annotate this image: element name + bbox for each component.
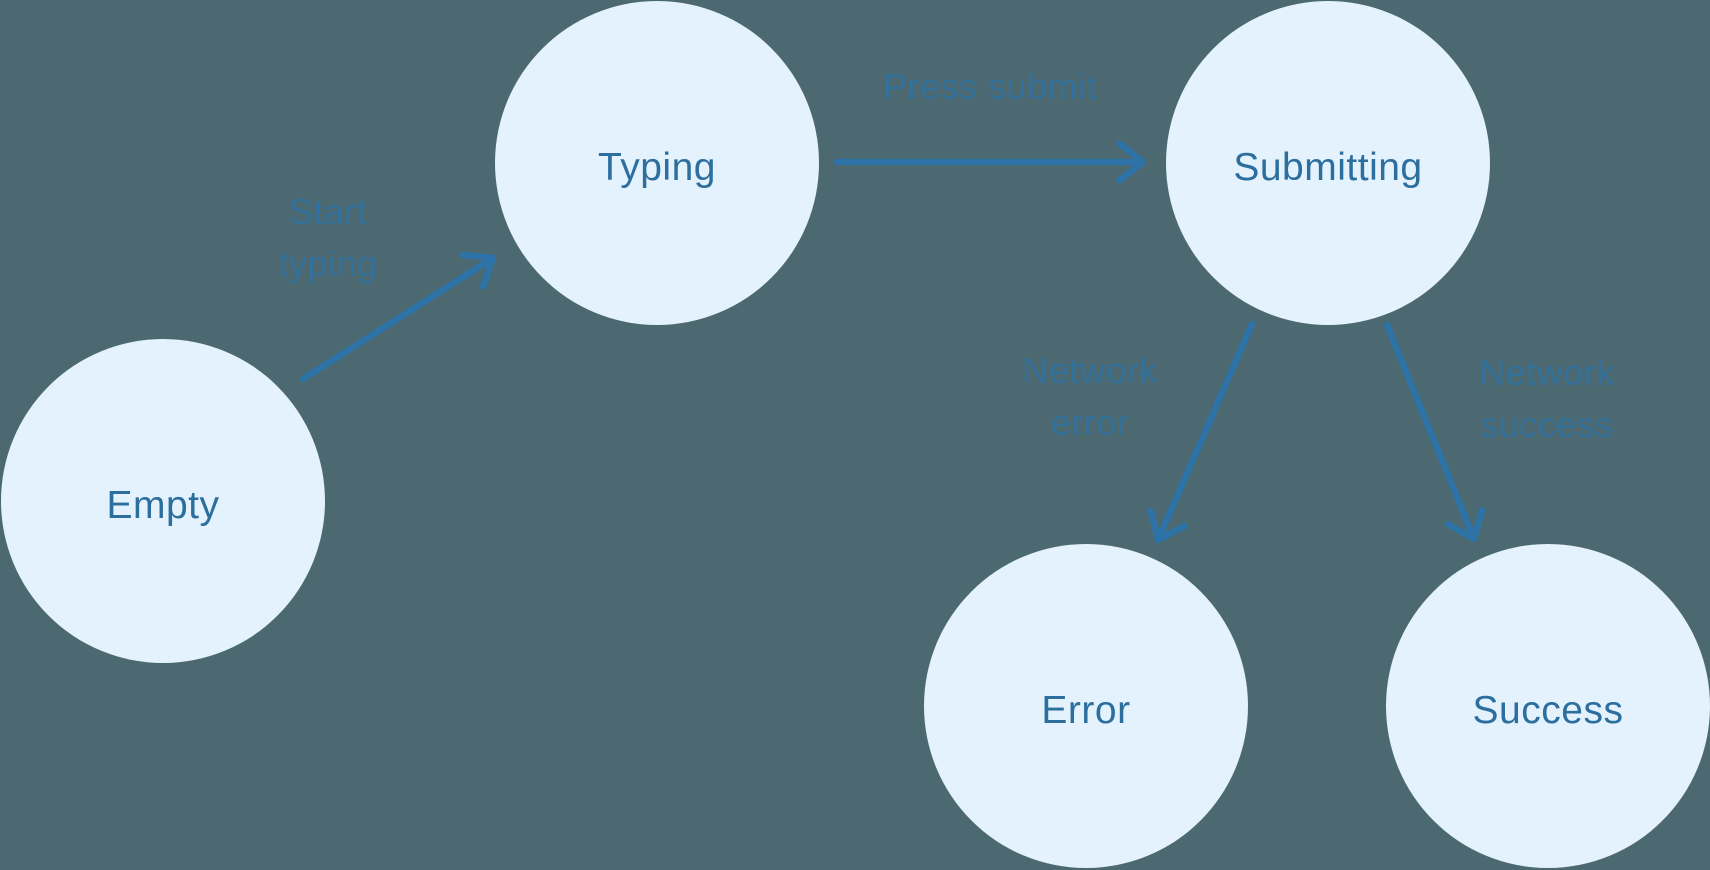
state-node-typing: Typing (495, 1, 819, 325)
edge-label-network-success: Network success (1479, 347, 1615, 451)
state-node-empty-label: Empty (106, 484, 220, 527)
state-node-error: Error (924, 544, 1248, 868)
edge-arrow-submitting-to-error (1147, 320, 1256, 544)
edge-label-press-submit: Press submit (883, 61, 1097, 113)
edge-arrow-submitting-to-success (1383, 321, 1486, 543)
edge-label-network-error-line1: Network (1022, 350, 1158, 391)
edge-arrow-typing-to-submitting (833, 140, 1147, 184)
edge-label-press-submit-line1: Press submit (882, 66, 1098, 107)
edge-label-start-typing-line1: Start (288, 191, 368, 232)
state-node-submitting: Submitting (1166, 1, 1490, 325)
state-node-submitting-label: Submitting (1233, 146, 1423, 189)
edge-label-network-success-line2: success (1480, 404, 1614, 445)
state-node-empty: Empty (1, 339, 325, 663)
edge-label-network-error: Network error (1022, 345, 1158, 449)
edge-label-start-typing-line2: typing (278, 243, 378, 284)
state-node-typing-label: Typing (598, 146, 716, 189)
edge-label-network-error-line2: error (1050, 402, 1130, 443)
edge-label-start-typing: Start typing (278, 186, 377, 290)
edge-label-network-success-line1: Network (1479, 352, 1615, 393)
state-node-success: Success (1386, 544, 1710, 868)
state-node-error-label: Error (1041, 689, 1131, 732)
state-node-success-label: Success (1472, 689, 1624, 732)
